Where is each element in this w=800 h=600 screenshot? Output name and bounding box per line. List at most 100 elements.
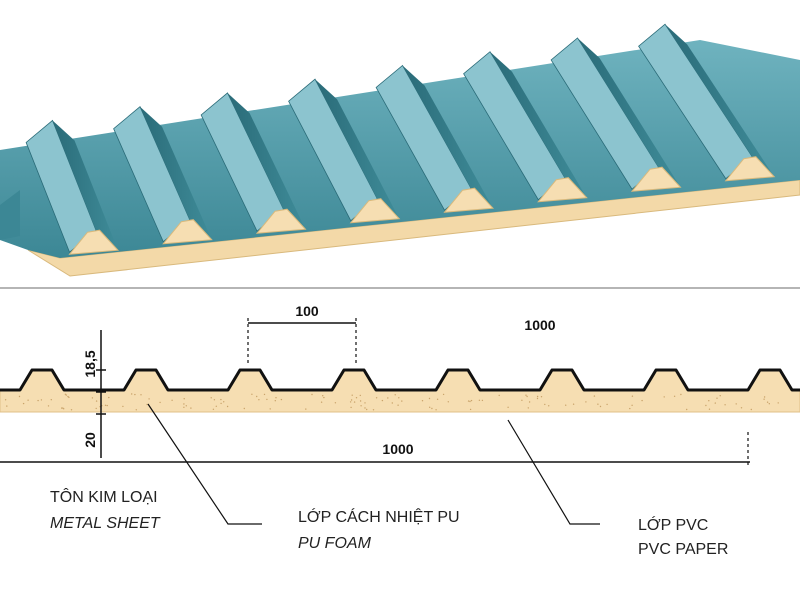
- foam-speck: [663, 396, 665, 398]
- foam-speck: [95, 400, 98, 402]
- steel-rib-side: [577, 37, 681, 188]
- foam-speck: [740, 407, 743, 409]
- foam-speck: [366, 408, 368, 411]
- foam-speck: [527, 407, 529, 409]
- foam-speck: [350, 399, 353, 401]
- foam-speck: [275, 397, 277, 399]
- rib-pitch-dimension: 100: [247, 303, 357, 365]
- steel-rib-side: [140, 106, 212, 240]
- panel-width-top-value: 1000: [524, 317, 555, 333]
- label-pvc-vi: LỚP PVC: [638, 515, 708, 534]
- foam-speck: [606, 403, 608, 406]
- foam-speck: [323, 396, 325, 399]
- foam-speck: [226, 405, 229, 408]
- foam-speck: [351, 394, 353, 396]
- foam-speck: [65, 394, 68, 396]
- foam-speck: [50, 399, 52, 401]
- label-metal-sheet-en: METAL SHEET: [50, 515, 161, 532]
- foam-speck: [398, 397, 400, 399]
- foam-speck: [540, 396, 543, 398]
- foam-speck: [481, 399, 484, 402]
- label-pvc-en: PVC PAPER: [638, 541, 728, 558]
- foam-speck: [431, 407, 433, 410]
- foam-speck: [397, 404, 399, 406]
- foam-rib-tooth: [443, 187, 495, 213]
- foam-speck: [171, 399, 173, 401]
- foam-thickness-value: 20: [82, 432, 98, 448]
- label-metal-sheet-vi: TÔN KIM LOẠI: [50, 487, 158, 506]
- foam-speck: [469, 408, 472, 411]
- foam-speck: [673, 395, 676, 397]
- foam-speck: [528, 401, 531, 403]
- panel-cross-section: 100 1000 18,5 20 1000 T: [0, 303, 800, 558]
- steel-rib-side: [402, 65, 493, 209]
- leader-lines: [147, 403, 600, 525]
- foam-speck: [210, 397, 212, 399]
- foam-speck: [67, 395, 69, 398]
- rib-height-value: 18,5: [82, 350, 98, 377]
- steel-ribs: [0, 23, 775, 253]
- foam-speck: [243, 407, 245, 410]
- corrugated-panel-3d-illustration: [0, 23, 800, 277]
- foam-speck: [258, 399, 260, 401]
- foam-speck: [37, 399, 39, 402]
- foam-speck: [401, 400, 403, 402]
- foam-speck: [134, 393, 136, 396]
- steel-rib-side: [490, 51, 587, 198]
- foam-speck: [146, 403, 148, 406]
- foam-speck: [394, 394, 396, 396]
- foam-speck: [183, 403, 185, 405]
- foam-speck: [525, 394, 527, 396]
- foam-speck: [544, 403, 546, 406]
- foam-speck: [763, 396, 766, 398]
- foam-speck: [106, 404, 108, 407]
- foam-speck: [714, 402, 716, 404]
- foam-speck: [631, 395, 634, 397]
- label-metal-sheet: TÔN KIM LOẠI METAL SHEET: [50, 487, 161, 532]
- foam-speck: [428, 397, 431, 400]
- foam-speck: [381, 399, 384, 402]
- foam-speck: [467, 400, 470, 402]
- foam-rib-tooth: [162, 219, 213, 245]
- foam-speck: [777, 402, 779, 404]
- foam-speck: [349, 401, 352, 403]
- foam-speck: [526, 395, 528, 398]
- foam-speck: [251, 393, 253, 395]
- foam-speck: [334, 402, 337, 404]
- foam-speck: [507, 406, 509, 408]
- foam-speck: [364, 407, 366, 409]
- foam-speck: [498, 394, 500, 397]
- foam-speck: [140, 394, 142, 396]
- foam-speck: [22, 402, 25, 405]
- foam-speck: [18, 395, 21, 398]
- foam-speck: [190, 407, 192, 409]
- steel-rib-partial: [0, 190, 20, 240]
- foam-speck: [63, 408, 65, 410]
- foam-speck: [705, 404, 707, 407]
- panel-width-bottom-dimension: 1000: [0, 432, 750, 468]
- foam-speck: [185, 405, 187, 407]
- foam-speck: [429, 406, 431, 408]
- foam-speck: [597, 403, 599, 405]
- foam-speck: [104, 404, 107, 406]
- label-pvc: LỚP PVC PVC PAPER: [638, 515, 728, 558]
- foam-speck: [724, 404, 726, 406]
- panel-width-bottom-value: 1000: [382, 441, 413, 457]
- foam-speck: [708, 400, 710, 402]
- foam-speck: [421, 400, 424, 402]
- foam-speck: [220, 402, 222, 405]
- foam-speck: [593, 395, 596, 397]
- metal-sheet-profile: [0, 368, 800, 392]
- foam-speck: [263, 393, 266, 396]
- foam-speck: [256, 395, 258, 398]
- foam-rib-profile: [68, 156, 776, 255]
- foam-speck: [716, 397, 718, 399]
- foam-rib-tooth: [630, 166, 682, 192]
- foam-speck: [631, 404, 633, 406]
- foam-speck: [131, 393, 133, 395]
- foam-speck: [680, 393, 682, 396]
- steel-rib-side: [665, 24, 775, 177]
- foam-speck: [70, 409, 73, 411]
- foam-speck: [766, 401, 769, 403]
- foam-speck: [215, 405, 217, 407]
